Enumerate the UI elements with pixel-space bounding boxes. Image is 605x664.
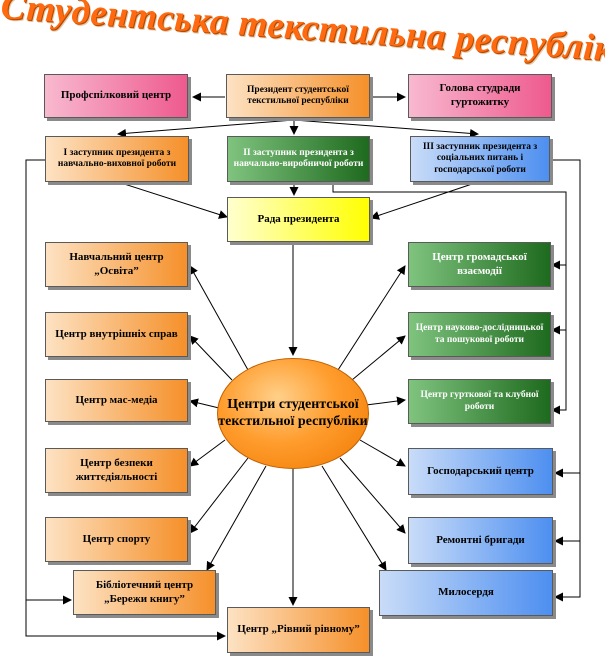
second-deputy-box: ІІ заступник президента з навчально-виро… (227, 136, 370, 182)
profcentre-box: Профспілковий центр (44, 74, 188, 118)
right-centre-6-label: Милосердя (438, 586, 494, 599)
left-centre-3-label: Центр мас-медіа (75, 393, 158, 406)
right-centre-2: Центр науково-дослідницької та пошукової… (408, 312, 551, 357)
president-label: Президент студентської текстильної респу… (247, 84, 349, 106)
left-centre-1: Навчальний центр „Освіта” (45, 242, 188, 287)
left-centre-2: Центр внутрішніх справ (45, 312, 188, 357)
right-centre-6: Милосердя (379, 570, 553, 616)
bottom-centre: Центр „Рівний рівному” (227, 607, 370, 653)
council-box: Рада президента (227, 197, 370, 242)
right-centre-1-label: Центр громадської взаємодії (432, 250, 527, 277)
left-centre-5-label: Центр спорту (82, 532, 151, 545)
centres-ellipse-label: Центри студентської текстильної республі… (218, 396, 368, 429)
council-label: Рада президента (257, 212, 340, 225)
right-centre-3: Центр гурткової та клубної роботи (408, 379, 551, 424)
right-centre-4: Господарський центр (408, 448, 553, 495)
second-deputy-label: ІІ заступник президента з навчально-виро… (233, 147, 364, 169)
right-centre-2-label: Центр науково-дослідницької та пошукової… (415, 323, 544, 345)
bottom-centre-label: Центр „Рівний рівному” (237, 623, 360, 636)
left-centre-4-label: Центр безпеки життєдіяльності (75, 456, 158, 483)
right-centre-3-label: Центр гурткової та клубної роботи (420, 390, 539, 412)
first-deputy-box: І заступник президента з навчально-вихов… (45, 136, 189, 182)
third-deputy-box: ІІІ заступник президента з соціальних пи… (410, 136, 550, 182)
left-centre-5: Центр спорту (45, 517, 188, 562)
left-centre-1-label: Навчальний центр „Освіта” (69, 250, 164, 277)
left-centre-4: Центр безпеки життєдіяльності (45, 448, 188, 493)
right-centre-1: Центр громадської взаємодії (408, 242, 551, 287)
first-deputy-label: І заступник президента з навчально-вихов… (57, 147, 177, 169)
dorm-head-label: Голова студради гуртожитку (439, 82, 521, 108)
president-box: Президент студентської текстильної респу… (226, 74, 370, 118)
right-centre-5: Ремонтні бригади (408, 517, 553, 564)
third-deputy-label: ІІІ заступник президента з соціальних пи… (422, 141, 538, 175)
profcentre-label: Профспілковий центр (60, 89, 172, 102)
centres-ellipse: Центри студентської текстильної республі… (217, 358, 369, 469)
dorm-head-box: Голова студради гуртожитку (408, 74, 552, 118)
right-centre-4-label: Господарський центр (427, 464, 534, 477)
left-centre-2-label: Центр внутрішніх справ (55, 327, 178, 340)
left-centre-6-label: Бібліотечний центр „Бережи книгу” (95, 578, 194, 605)
left-centre-3: Центр мас-медіа (45, 379, 188, 422)
left-centre-6: Бібліотечний центр „Бережи книгу” (73, 570, 216, 615)
right-centre-5-label: Ремонтні бригади (436, 533, 525, 546)
